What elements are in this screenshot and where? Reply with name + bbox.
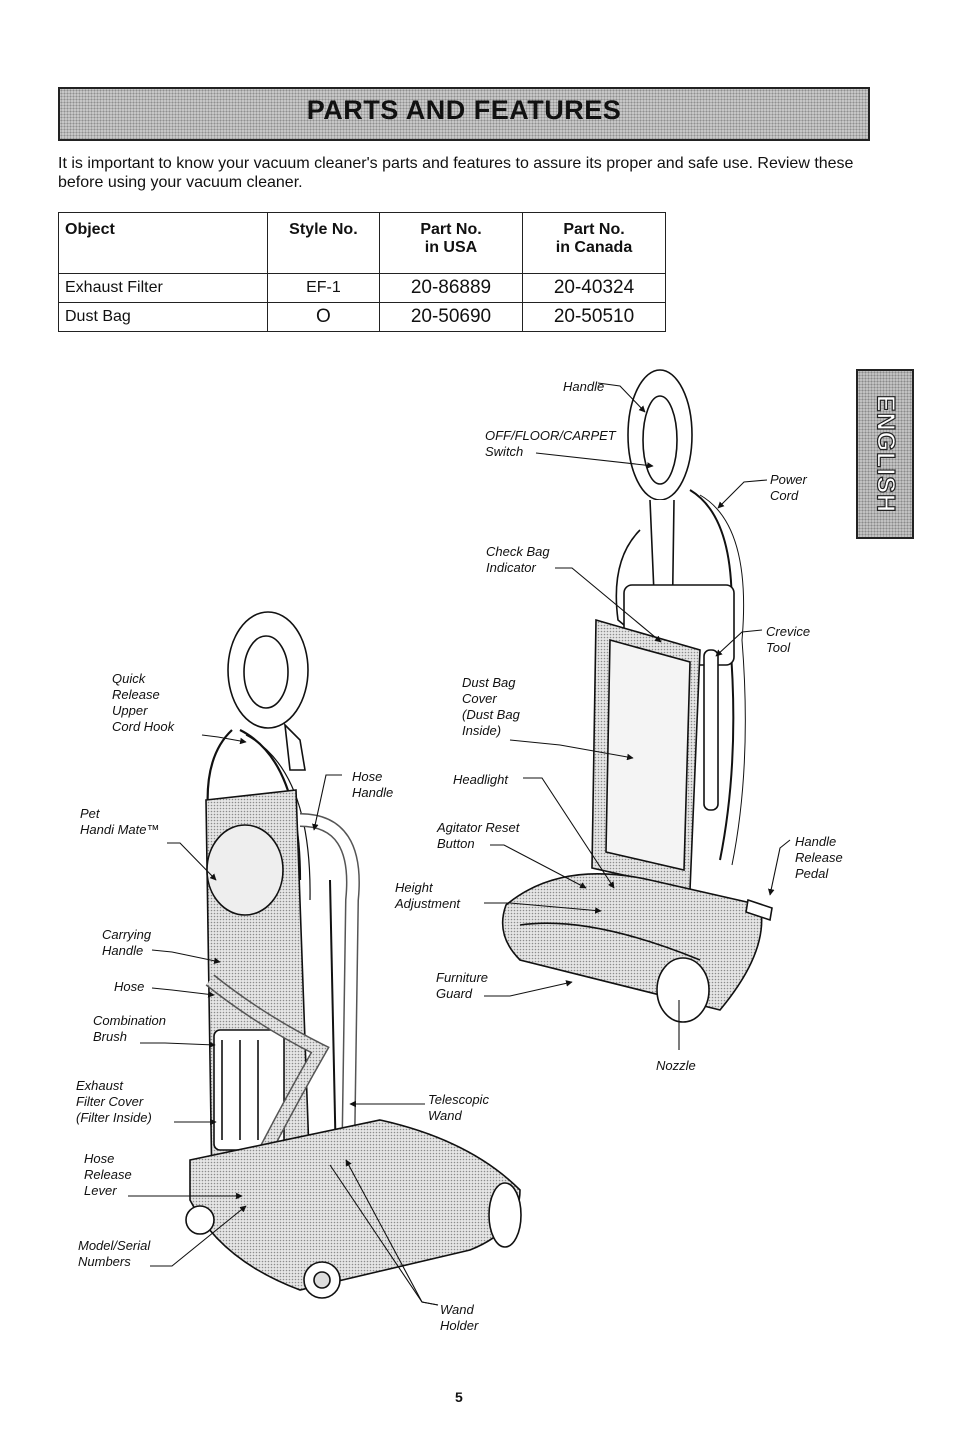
language-tab: ENGLISH — [856, 369, 914, 539]
table-row: Exhaust Filter EF-1 20-86889 20-40324 — [58, 273, 667, 303]
label-switch: OFF/FLOOR/CARPET Switch — [485, 428, 616, 459]
leader-lines — [128, 382, 791, 1306]
page-title: PARTS AND FEATURES — [306, 95, 622, 125]
label-nozzle: Nozzle — [656, 1058, 696, 1073]
label-model-serial: Model/Serial Numbers — [78, 1238, 151, 1269]
table-cell-object: Dust Bag — [58, 302, 268, 332]
label-crevice-tool: Crevice Tool — [766, 624, 811, 655]
label-cord-hook: Quick Release Upper Cord Hook — [112, 671, 175, 734]
label-telescopic-wand: Telescopic Wand — [428, 1092, 489, 1123]
label-furniture-guard: Furniture Guard — [436, 970, 489, 1001]
page-number: 5 — [455, 1389, 463, 1405]
label-handle: Handle — [563, 379, 605, 394]
label-carrying-handle: Carrying Handle — [102, 927, 152, 958]
label-handi-mate: Pet Handi Mate™ — [80, 806, 160, 837]
label-check-bag-indicator: Check Bag Indicator — [486, 544, 550, 575]
label-hose-release-lever: Hose Release Lever — [84, 1151, 132, 1198]
label-combination-brush: Combination Brush — [93, 1013, 166, 1044]
label-headlight: Headlight — [453, 772, 508, 787]
label-height-adjustment: Height Adjustment — [395, 880, 461, 911]
table-cell-style: O — [266, 302, 380, 332]
label-hose-handle: Hose Handle — [352, 769, 394, 800]
table-row: Dust Bag O 20-50690 20-50510 — [58, 302, 667, 332]
label-hose: Hose — [114, 979, 145, 994]
label-dust-bag-cover: Dust Bag Cover (Dust Bag Inside) — [462, 675, 520, 738]
label-handle-release: Handle Release Pedal — [795, 834, 843, 881]
parts-table: Object Style No. Part No. in USA Part No… — [58, 212, 667, 332]
back-vacuum-illustration — [185, 611, 522, 1299]
intro-paragraph: It is important to know your vacuum clea… — [58, 155, 854, 191]
table-header-canada: Part No. in Canada — [521, 212, 667, 274]
front-vacuum-illustration — [501, 369, 773, 1023]
table-cell-canada: 20-50510 — [521, 302, 667, 332]
table-header-object: Object — [58, 212, 268, 274]
table-header-style: Style No. — [266, 212, 380, 274]
label-wand-holder: Wand Holder — [440, 1302, 479, 1333]
table-cell-object: Exhaust Filter — [58, 273, 268, 303]
table-cell-canada: 20-40324 — [521, 273, 667, 303]
table-cell-style: EF-1 — [266, 273, 380, 303]
table-header-usa: Part No. in USA — [378, 212, 523, 274]
table-header-row: Object Style No. Part No. in USA Part No… — [58, 212, 667, 274]
label-agitator-reset: Agitator Reset Button — [437, 820, 520, 851]
label-exhaust-filter-cover: Exhaust Filter Cover (Filter Inside) — [76, 1078, 152, 1125]
section-banner: PARTS AND FEATURES — [58, 87, 870, 141]
label-power-cord: Power Cord — [770, 472, 807, 503]
